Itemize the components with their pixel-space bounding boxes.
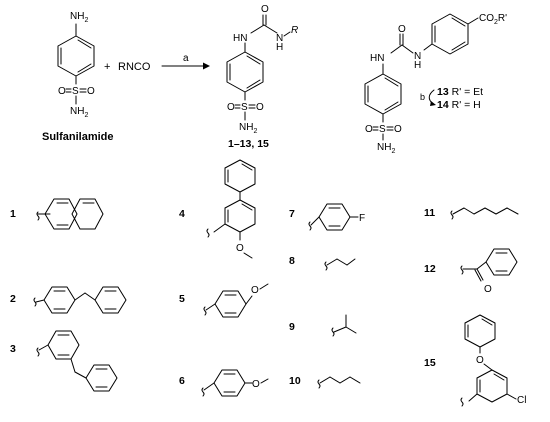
svg-text:12: 12 <box>424 263 436 275</box>
svg-text:O: O <box>87 86 95 97</box>
svg-text:O: O <box>398 24 406 35</box>
svg-text:O: O <box>252 379 260 390</box>
svg-text:1: 1 <box>10 208 16 220</box>
label-13-ester: 13 R' = Et <box>437 86 483 98</box>
substituent-9: 9 <box>289 314 357 337</box>
svg-text:S: S <box>72 86 79 97</box>
svg-text:O: O <box>58 86 66 97</box>
svg-text:F: F <box>359 213 365 224</box>
svg-text:N: N <box>414 51 421 62</box>
substituent-10: 10 <box>289 375 361 389</box>
svg-text:b: b <box>420 92 425 102</box>
substituent-11: 11 <box>424 207 519 220</box>
svg-text:Cl: Cl <box>517 395 526 406</box>
svg-text:O: O <box>261 4 269 15</box>
compound-13-14-structure: CO2R' N H O HN O S O NH2 b 13 R' = Et 14… <box>364 13 507 155</box>
substituent-6: 6 O <box>179 369 269 397</box>
svg-text:NH2: NH2 <box>70 106 88 119</box>
svg-text:a: a <box>183 53 189 64</box>
svg-text:H: H <box>276 42 283 53</box>
substituent-2: 2 <box>10 286 127 314</box>
svg-text:NH2: NH2 <box>377 142 395 155</box>
substituent-5: 5 O <box>179 283 269 318</box>
substituent-7: 7 F <box>289 203 365 231</box>
label-14-acid: 14 R' = H <box>437 99 481 111</box>
svg-text:2: 2 <box>10 293 16 305</box>
substituent-1: 1 <box>10 198 104 230</box>
product-compound-label: 1–13, 15 <box>228 138 269 150</box>
sulfanilamide-structure: NH2 O S O NH2 Sulfanilamide <box>42 11 114 143</box>
svg-text:O: O <box>251 285 259 296</box>
svg-text:6: 6 <box>179 375 185 387</box>
svg-text:HN: HN <box>233 33 247 44</box>
svg-text:9: 9 <box>289 321 295 333</box>
svg-text:O: O <box>484 284 492 295</box>
plus-sign: + <box>104 61 110 73</box>
svg-text:7: 7 <box>289 208 295 220</box>
substituent-12: 12 O <box>424 248 518 295</box>
svg-text:4: 4 <box>179 208 185 220</box>
svg-text:3: 3 <box>10 343 16 355</box>
svg-text:10: 10 <box>289 375 301 387</box>
substituent-4: 4 O <box>179 159 256 259</box>
r-group: R <box>291 25 298 36</box>
svg-text:N: N <box>276 33 283 44</box>
amine-label: NH2 <box>70 11 88 24</box>
reagent-rnco: RNCO <box>118 61 151 73</box>
svg-text:5: 5 <box>179 293 185 305</box>
svg-text:S: S <box>379 124 386 135</box>
svg-text:O: O <box>394 124 402 135</box>
svg-text:O: O <box>236 243 244 254</box>
svg-text:H: H <box>414 60 421 71</box>
svg-text:S: S <box>241 102 248 113</box>
substituent-15: 15 O Cl <box>424 314 526 407</box>
svg-text:O: O <box>227 102 235 113</box>
svg-text:O: O <box>476 355 484 366</box>
substituent-8: 8 <box>289 255 356 271</box>
svg-text:O: O <box>256 102 264 113</box>
reaction-arrow-a: a <box>161 53 210 70</box>
svg-text:11: 11 <box>424 207 435 219</box>
substituent-3: 3 <box>10 330 118 392</box>
urea-product-structure: O HN N H R O S O NH2 1–13, 15 <box>226 4 298 150</box>
svg-text:15: 15 <box>424 357 436 369</box>
ester-group: CO2R' <box>479 13 507 26</box>
svg-text:8: 8 <box>289 255 295 267</box>
svg-text:O: O <box>365 124 373 135</box>
svg-text:NH2: NH2 <box>239 122 257 135</box>
svg-text:HN: HN <box>370 53 384 64</box>
sulfanilamide-name: Sulfanilamide <box>42 131 114 143</box>
